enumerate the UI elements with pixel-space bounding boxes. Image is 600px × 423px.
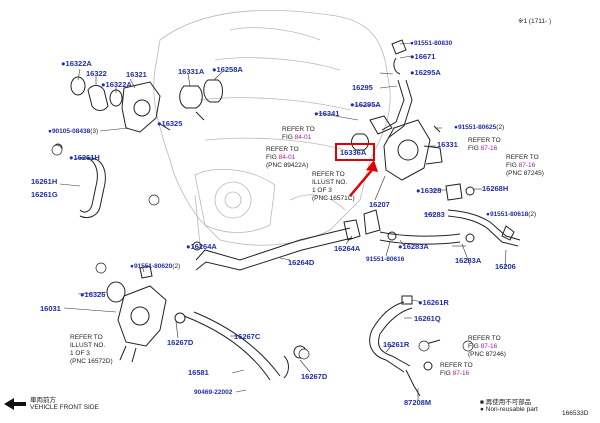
pipe-16264D (192, 219, 361, 271)
part-label[interactable]: ●91551-80625(2) (454, 124, 505, 131)
non-reusable-dot-icon: ● (61, 59, 66, 68)
part-label[interactable]: 16267D (301, 372, 328, 381)
vehicle-front-jp: 車両前方 (30, 397, 56, 404)
part-label[interactable]: 16261Q (414, 314, 441, 323)
part-label[interactable]: ●16322A (101, 80, 132, 89)
part-label[interactable]: 91551-80616 (366, 256, 405, 263)
part-label[interactable]: 16261G (31, 190, 58, 199)
refer-note[interactable]: REFER TO FIG 87-16 (PNC 87246) (468, 335, 506, 358)
refer-note[interactable]: REFER TO ILLUST NO. 1 OF 3 (PNC 16571C) (312, 171, 355, 202)
non-reusable-dot-icon: ● (350, 100, 355, 109)
part-label[interactable]: ●91551-80618(2) (486, 211, 537, 218)
part-label[interactable]: ●91551-80620(2) (130, 263, 181, 270)
non-reusable-dot-icon: ● (48, 128, 52, 135)
header-code: ※1 (1711- ) (518, 18, 552, 25)
part-label[interactable]: ●16322A (61, 59, 92, 68)
refer-note[interactable]: REFER TO FIG 87-16 (440, 362, 473, 377)
non-reusable-dot-icon: ● (212, 65, 217, 74)
part-label[interactable]: 16267D (167, 338, 194, 347)
non-reusable-dot-icon: ● (418, 298, 423, 307)
refer-note[interactable]: REFER TO FIG 84-01 (282, 126, 315, 141)
non-reusable-dot-icon: ● (101, 80, 106, 89)
part-label[interactable]: ●16325 (157, 119, 183, 128)
part-label[interactable]: 16283A (455, 256, 482, 265)
non-reusable-dot-icon: ● (186, 242, 191, 251)
refer-note[interactable]: REFER TO FIG 87-16 (PNC 87245) (506, 154, 544, 177)
thermostat-group (70, 76, 223, 133)
part-label[interactable]: 16268H (482, 184, 509, 193)
non-reusable-dot-icon: ● (80, 290, 85, 299)
part-label[interactable]: ●16326 (80, 290, 106, 299)
non-reusable-dot-icon: ● (69, 153, 74, 162)
water-inlet-group (106, 265, 167, 363)
dot-icon: ● (480, 406, 484, 413)
part-label[interactable]: 16031 (40, 304, 61, 313)
part-label[interactable]: 16331 (437, 140, 458, 149)
highlight-box (335, 143, 375, 161)
part-label[interactable]: 16331A (178, 67, 205, 76)
non-reusable-dot-icon: ● (314, 109, 319, 118)
part-label[interactable]: 87208M (404, 398, 432, 407)
water-outlet-group (351, 39, 443, 181)
leader-lines (59, 42, 507, 400)
engine-outline (153, 9, 391, 246)
non-reusable-dot-icon: ● (410, 40, 414, 47)
part-label[interactable]: 16321 (126, 70, 147, 79)
part-label[interactable]: ●16264A (186, 242, 217, 251)
part-label[interactable]: 16295 (352, 83, 373, 92)
part-label[interactable]: 90469-22002 (194, 389, 233, 396)
non-reusable-dot-icon: ● (410, 52, 415, 61)
part-label[interactable]: ●16261R (418, 298, 449, 307)
part-label[interactable]: 16283 (424, 210, 445, 219)
figure-id: 166533D (562, 410, 589, 417)
square-icon: ■ (480, 399, 484, 406)
part-label[interactable]: 16206 (495, 262, 516, 271)
refer-note[interactable]: REFER TO FIG 84-01 (PNC 89422A) (266, 146, 309, 169)
part-label[interactable]: ●16328 (416, 186, 442, 195)
non-reusable-dot-icon: ● (410, 68, 415, 77)
part-label[interactable]: ●16295A (410, 68, 441, 77)
legend-item: ● Non-reusable part (480, 406, 538, 413)
vehicle-front-arrow-icon (4, 398, 26, 410)
bypass-pipe-group (363, 183, 521, 247)
part-label[interactable]: 16207 (369, 200, 390, 209)
part-label[interactable]: ●16341 (314, 109, 340, 118)
part-label[interactable]: ●16295A (350, 100, 381, 109)
vehicle-front-en: VEHICLE FRONT SIDE (30, 404, 99, 411)
part-label[interactable]: 16264D (288, 258, 315, 267)
part-label[interactable]: 16261R (383, 340, 410, 349)
part-label[interactable]: ●16258A (212, 65, 243, 74)
part-label-highlighted[interactable]: 16336A (340, 148, 367, 157)
part-label[interactable]: ●90105-08438(3) (48, 128, 99, 135)
part-label[interactable]: 16264A (334, 244, 361, 253)
hose-16261Q (369, 295, 441, 397)
non-reusable-dot-icon: ● (486, 211, 490, 218)
part-label[interactable]: 16267C (234, 332, 261, 341)
legend-item: ■ 再使用不可部品 (480, 399, 532, 406)
refer-note[interactable]: REFER TO ILLUST NO. 1 OF 3 (PNC 16572D) (70, 334, 113, 365)
non-reusable-dot-icon: ● (157, 119, 162, 128)
non-reusable-dot-icon: ● (130, 263, 134, 270)
non-reusable-dot-icon: ● (454, 124, 458, 131)
part-label[interactable]: ●91551-80830 (410, 40, 453, 47)
refer-note[interactable]: REFER TO FIG 87-16 (468, 137, 501, 152)
part-label[interactable]: 16322 (86, 69, 107, 78)
non-reusable-dot-icon: ● (398, 242, 403, 251)
non-reusable-dot-icon: ● (416, 186, 421, 195)
part-label[interactable]: ●16671 (410, 52, 436, 61)
part-label[interactable]: ●16283A (398, 242, 429, 251)
pointer-arrow (349, 160, 378, 197)
circle-markers (51, 144, 474, 360)
part-label[interactable]: ●16261H (69, 153, 100, 162)
part-label[interactable]: 16261H (31, 177, 58, 186)
part-label[interactable]: 16581 (188, 368, 209, 377)
